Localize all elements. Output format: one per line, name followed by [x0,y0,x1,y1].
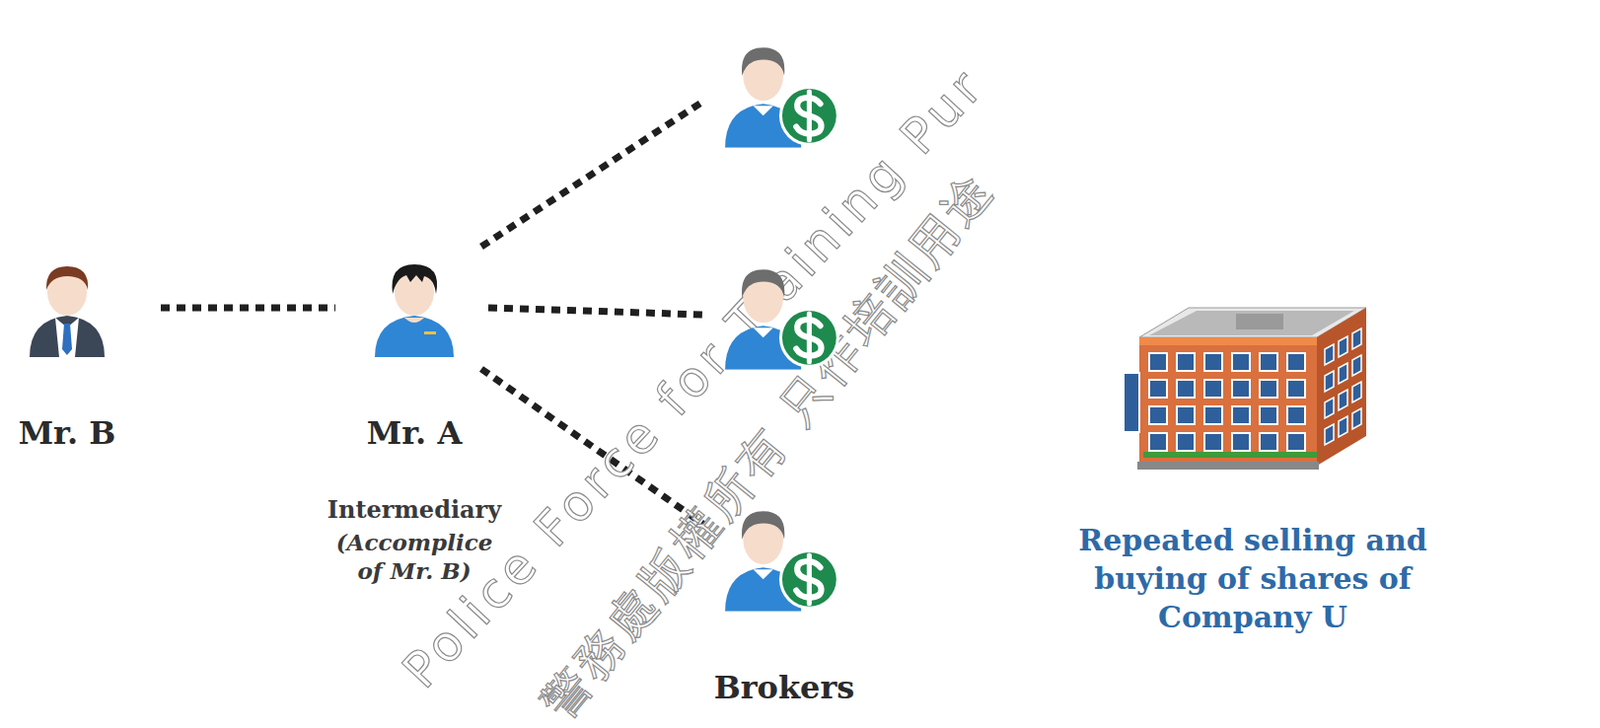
dotted-connector [160,307,336,309]
role-note: Intermediary [320,495,509,525]
caption-text: Repeated selling and buying of shares of… [1040,520,1465,637]
person-node: Mr. A Intermediary(Accomplice of Mr. B) [320,258,509,586]
company-node: Repeated selling and buying of shares of… [1040,278,1465,637]
dotted-line [488,307,705,315]
person-node: Mr. B [7,258,127,452]
broker-icon [719,501,850,612]
building-icon [1119,278,1386,476]
person-icon [364,258,464,358]
dotted-line [481,100,705,247]
person-icon [17,258,117,358]
person-node: Brokers [705,37,864,719]
broker-icon [719,259,850,370]
person-name: Mr. A [320,414,509,452]
dotted-line [160,304,336,312]
person-name: Mr. B [7,414,127,452]
role-note: (Accomplice of Mr. B) [330,528,499,586]
group-label: Brokers [685,668,883,707]
broker-icon [719,37,850,148]
watermark-text: Police Force for Training Pur [391,57,997,700]
